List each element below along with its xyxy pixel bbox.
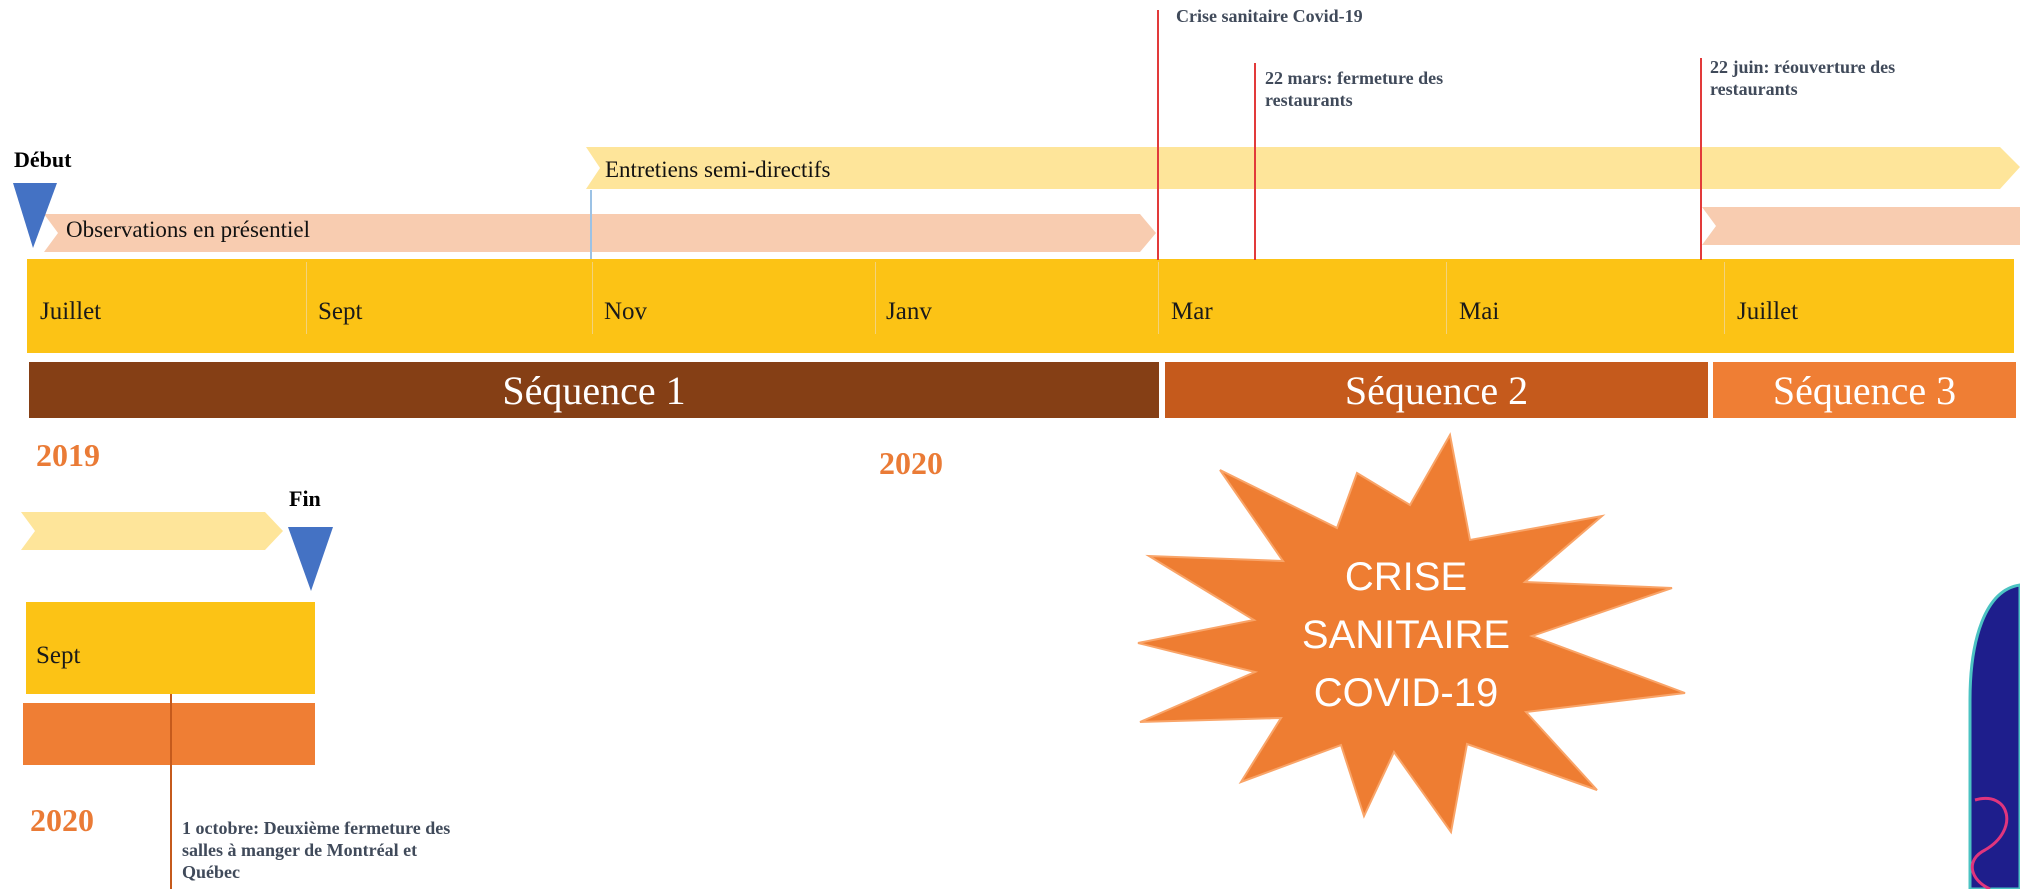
crisis-event-label: Crise sanitaire Covid-19 xyxy=(1176,6,1363,26)
month-label: Juillet xyxy=(1737,298,1799,325)
oct1-event-line xyxy=(170,694,172,889)
year-2020-lower-label: 2020 xyxy=(30,802,94,838)
end-label: Fin xyxy=(289,486,321,511)
lower-interviews-arrow xyxy=(21,512,283,550)
crisis-event-line xyxy=(1157,10,1159,260)
sequence-1-label: Séquence 1 xyxy=(502,367,686,413)
sequence-2-bar xyxy=(1165,362,1708,418)
start-marker-icon xyxy=(13,183,57,248)
month-label: Nov xyxy=(604,298,648,325)
month-label: Mai xyxy=(1459,298,1500,325)
month-divider xyxy=(1724,262,1725,334)
observations-arrow-resume xyxy=(1702,207,2020,245)
month-divider xyxy=(592,262,593,334)
start-label: Début xyxy=(14,147,72,172)
end-marker-icon xyxy=(288,527,333,591)
sequence-2-label: Séquence 2 xyxy=(1344,367,1529,413)
year-2020-label: 2020 xyxy=(879,445,943,481)
lower-timeline-bar xyxy=(26,602,315,694)
month-divider xyxy=(1158,262,1159,334)
observations-label: Observations en présentiel xyxy=(66,217,310,242)
march22-event-line xyxy=(1254,63,1256,260)
lower-sequence-bar xyxy=(23,703,315,765)
sequence-3-bar xyxy=(1713,362,2016,418)
sequence-3-label: Séquence 3 xyxy=(1772,367,1957,413)
observations-arrow xyxy=(44,214,1156,252)
june22-event-line xyxy=(1700,58,1702,260)
month-label: Juillet xyxy=(40,298,102,325)
starburst-text: CRISE SANITAIRE COVID-19 xyxy=(1301,555,1511,715)
starburst-shape xyxy=(1137,432,1686,835)
month-divider xyxy=(1446,262,1447,334)
month-label: Sept xyxy=(318,298,363,325)
year-2019-label: 2019 xyxy=(36,437,100,473)
timeline-bar xyxy=(27,259,2014,353)
month-divider xyxy=(306,262,307,334)
interviews-label: Entretiens semi-directifs xyxy=(605,157,831,182)
month-divider xyxy=(875,262,876,334)
month-label: Mar xyxy=(1171,298,1213,325)
partial-logo-curve xyxy=(1970,796,2009,889)
month-label: Janv xyxy=(886,298,932,325)
interviews-arrow xyxy=(586,147,2020,189)
lower-month-label: Sept xyxy=(36,642,81,669)
interviews-start-tick xyxy=(590,190,592,260)
sequence-1-bar xyxy=(29,362,1159,418)
